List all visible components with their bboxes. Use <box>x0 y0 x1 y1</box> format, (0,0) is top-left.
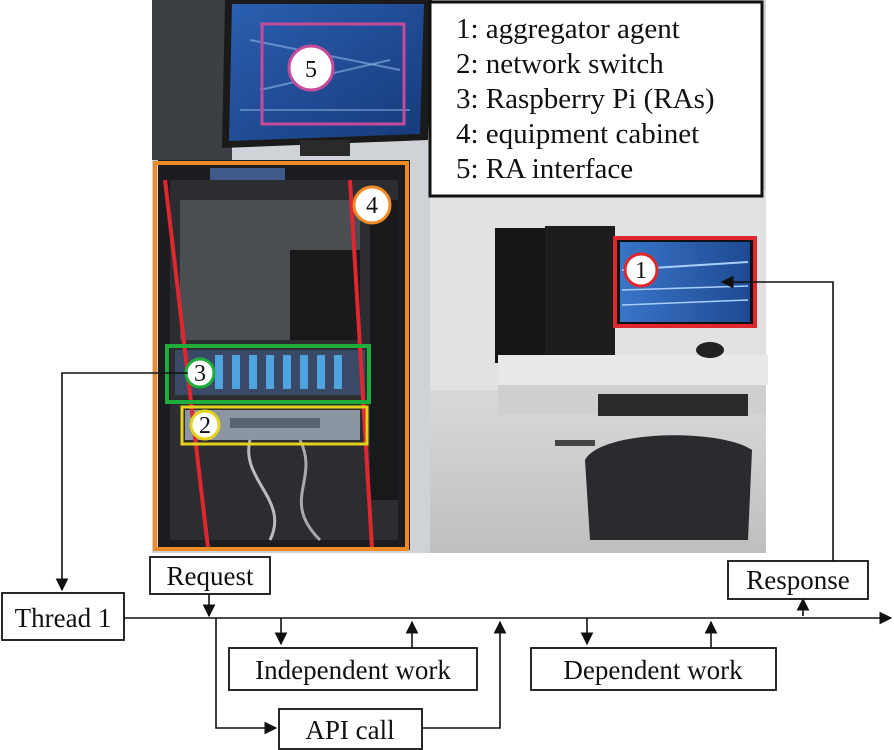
legend-item: 2: network switch <box>456 48 664 80</box>
marker-2-label: 2 <box>199 413 211 439</box>
dependent-work-label: Dependent work <box>563 655 743 685</box>
marker-1: 1 <box>623 252 659 288</box>
legend: 1: aggregator agent 2: network switch 3:… <box>428 0 764 198</box>
equipment-cabinet <box>158 160 410 550</box>
marker-2: 2 <box>189 409 221 441</box>
legend-item: 4: equipment cabinet <box>456 118 699 150</box>
api-call-path <box>215 618 278 735</box>
flow-diagram <box>55 275 893 735</box>
response-to-aggregator-connector <box>720 275 834 561</box>
dependent-work-box: Dependent work <box>530 647 777 691</box>
marker-4: 4 <box>352 185 392 225</box>
api-call-box: API call <box>278 708 423 750</box>
api-call-label: API call <box>305 715 394 745</box>
independent-work-label: Independent work <box>255 655 451 685</box>
ra-to-thread-connector <box>55 372 188 592</box>
marker-4-label: 4 <box>366 193 378 219</box>
interface-highlight <box>260 22 406 126</box>
legend-item: 1: aggregator agent <box>456 13 680 45</box>
cabinet-highlight <box>153 161 409 551</box>
response-label: Response <box>746 565 850 595</box>
thread-box: Thread 1 <box>1 592 125 641</box>
response-box: Response <box>727 560 869 600</box>
legend-item: 3: Raspberry Pi (RAs) <box>456 83 715 115</box>
request-label: Request <box>167 561 254 591</box>
api-return-path <box>422 620 507 729</box>
marker-3: 3 <box>184 357 216 389</box>
marker-5: 5 <box>287 44 335 92</box>
marker-5-label: 5 <box>305 57 317 83</box>
marker-1-label: 1 <box>635 258 647 284</box>
marker-3-label: 3 <box>194 361 206 387</box>
legend-item: 5: RA interface <box>456 153 633 185</box>
wall-left-dark <box>152 0 232 160</box>
raspberry-highlight <box>165 344 371 404</box>
request-box: Request <box>149 556 271 595</box>
independent-work-box: Independent work <box>228 647 478 691</box>
switch-highlight <box>180 405 369 446</box>
legend-box <box>428 0 764 198</box>
thread-label: Thread 1 <box>15 603 112 633</box>
